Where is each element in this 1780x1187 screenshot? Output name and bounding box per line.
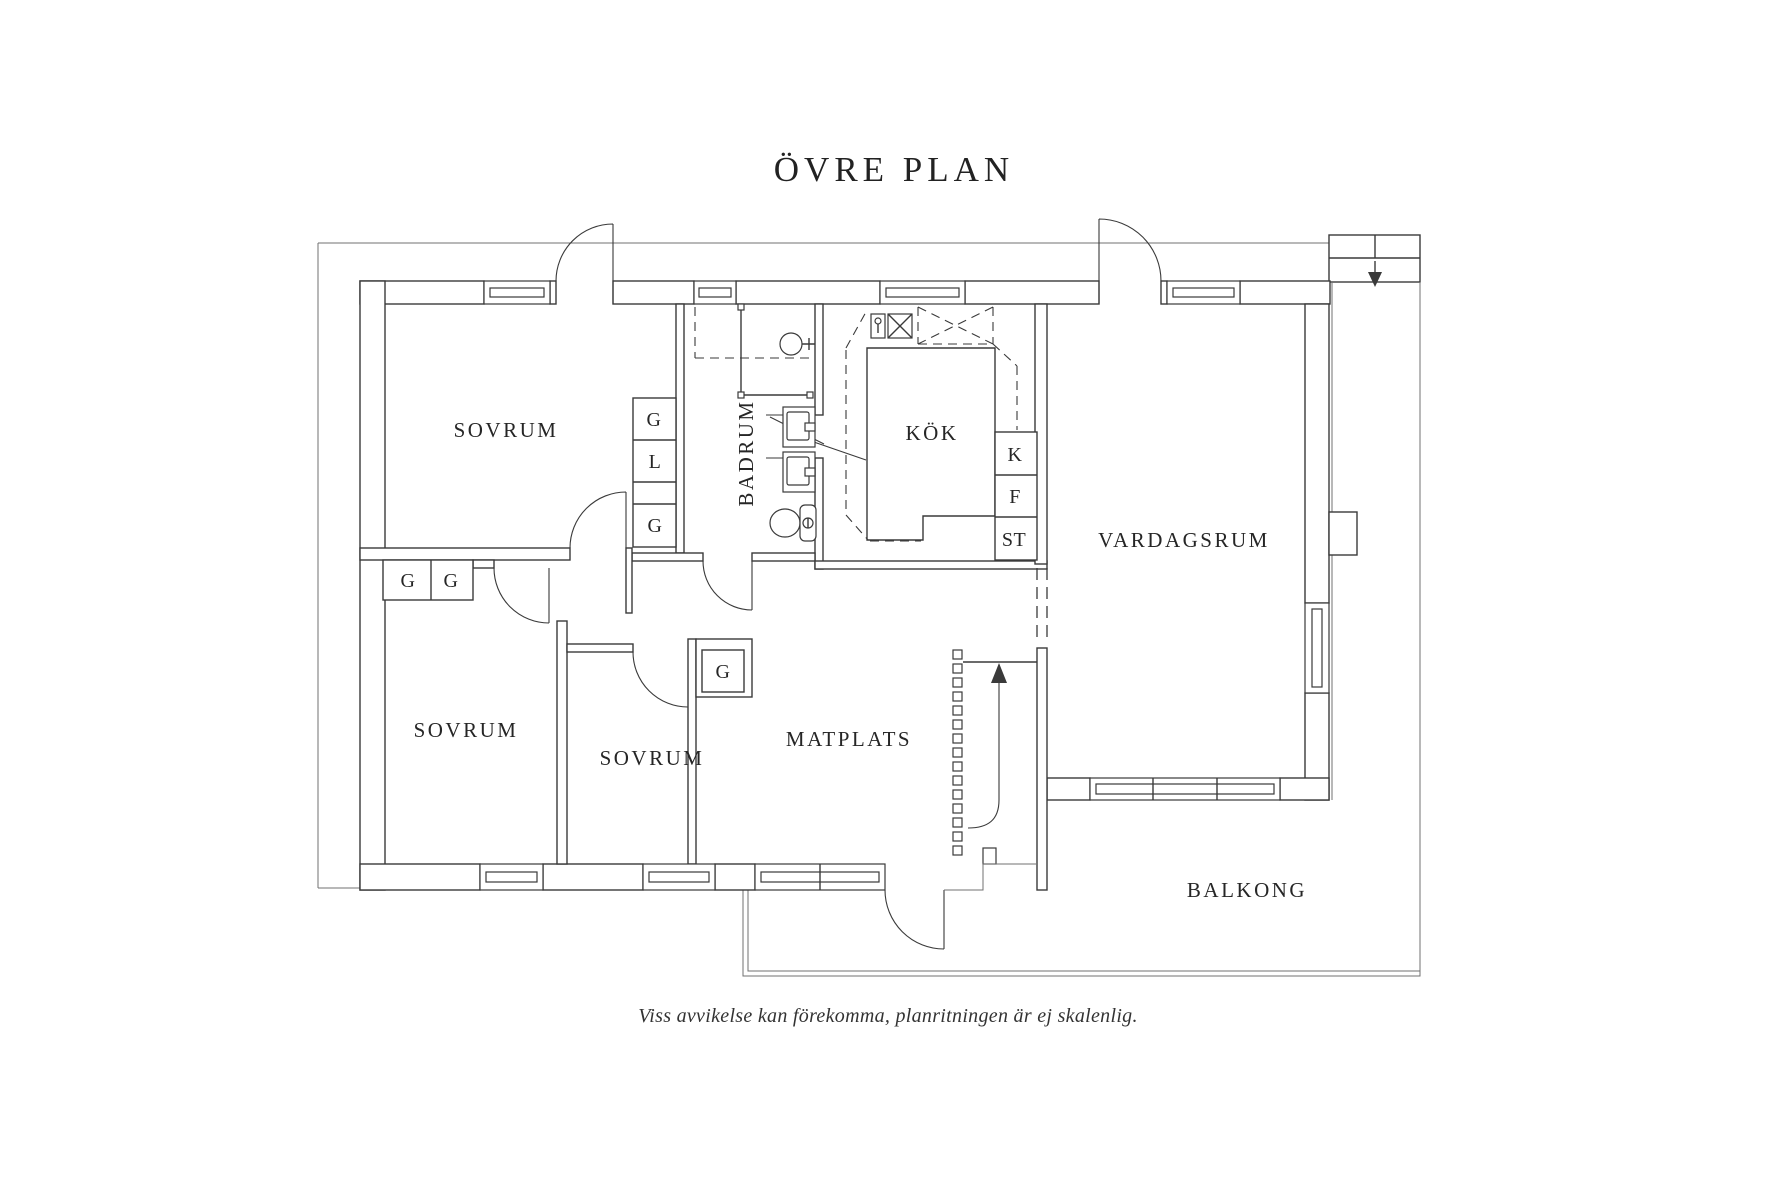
stairwell-entry bbox=[1328, 234, 1421, 287]
entry-door bbox=[1098, 218, 1162, 304]
staircase bbox=[944, 649, 1037, 891]
windows bbox=[479, 280, 1330, 891]
counter-dashed bbox=[845, 306, 1018, 542]
stair-down-arrow bbox=[1368, 272, 1382, 287]
closet-label: G bbox=[648, 515, 663, 537]
bathroom-fixtures bbox=[694, 303, 817, 542]
disclaimer-note: Viss avvikelse kan förekomma, planritnin… bbox=[638, 1005, 1138, 1027]
window bbox=[1166, 280, 1241, 305]
outer-boundary bbox=[317, 242, 1329, 889]
door bbox=[632, 651, 689, 708]
closets: G L G G G G bbox=[382, 397, 753, 698]
shower-icon bbox=[694, 303, 815, 399]
sink-icon bbox=[870, 313, 886, 339]
closet-column-hall: G L G bbox=[632, 397, 677, 548]
room-label-bathroom: BADRUM bbox=[734, 399, 758, 506]
room-label-living-room: VARDAGSRUM bbox=[1098, 528, 1270, 552]
closet-label: G bbox=[401, 570, 416, 592]
page-title: ÖVRE PLAN bbox=[774, 150, 1014, 189]
stair-up-arrow bbox=[991, 663, 1007, 683]
sliding-door bbox=[766, 414, 867, 461]
sink-icon bbox=[782, 406, 816, 448]
stair-direction-line bbox=[967, 682, 1000, 829]
room-label-bedroom-middle: SOVRUM bbox=[600, 746, 705, 770]
window bbox=[693, 280, 737, 305]
door bbox=[555, 223, 614, 304]
room-label-kitchen: KÖK bbox=[906, 421, 959, 445]
closet-label: G bbox=[716, 661, 731, 683]
window bbox=[754, 863, 886, 891]
stove-icon bbox=[887, 313, 913, 339]
room-labels: SOVRUM SOVRUM SOVRUM BADRUM KÖK VARDAGSR… bbox=[414, 399, 1307, 902]
kitchen-fittings: K F ST bbox=[845, 306, 1038, 561]
window bbox=[483, 280, 551, 305]
window bbox=[879, 280, 966, 305]
appliance-column: K F ST bbox=[994, 431, 1038, 561]
room-label-balcony: BALKONG bbox=[1187, 878, 1307, 902]
closet-label: L bbox=[649, 451, 662, 473]
room-label-dining-area: MATPLATS bbox=[786, 727, 912, 751]
room-label-bedroom-top: SOVRUM bbox=[454, 418, 559, 442]
stair-railing bbox=[952, 649, 963, 856]
window bbox=[1304, 602, 1330, 694]
kitchen-island bbox=[866, 347, 996, 541]
doors bbox=[493, 218, 1162, 950]
window bbox=[642, 863, 716, 891]
window bbox=[1089, 777, 1281, 801]
closet-label: G bbox=[647, 409, 662, 431]
wall-opening-dashed bbox=[1036, 568, 1048, 643]
door bbox=[569, 491, 627, 549]
toilet-icon bbox=[769, 504, 817, 542]
door bbox=[493, 567, 550, 624]
fridge-label: K bbox=[1008, 444, 1023, 466]
door bbox=[702, 560, 753, 611]
exterior-walls bbox=[359, 280, 1358, 891]
chimney-shaft bbox=[1328, 511, 1358, 556]
closet-bedroom-left: G G bbox=[382, 559, 474, 601]
freezer-label: F bbox=[1009, 486, 1021, 508]
sink-icon bbox=[782, 451, 816, 493]
balcony-door bbox=[884, 889, 945, 950]
closet-bedroom-middle: G bbox=[695, 638, 753, 698]
pantry-label: ST bbox=[1002, 529, 1026, 551]
interior-walls bbox=[359, 303, 1048, 891]
room-label-bedroom-left: SOVRUM bbox=[414, 718, 519, 742]
closet-label: G bbox=[444, 570, 459, 592]
window bbox=[479, 863, 544, 891]
